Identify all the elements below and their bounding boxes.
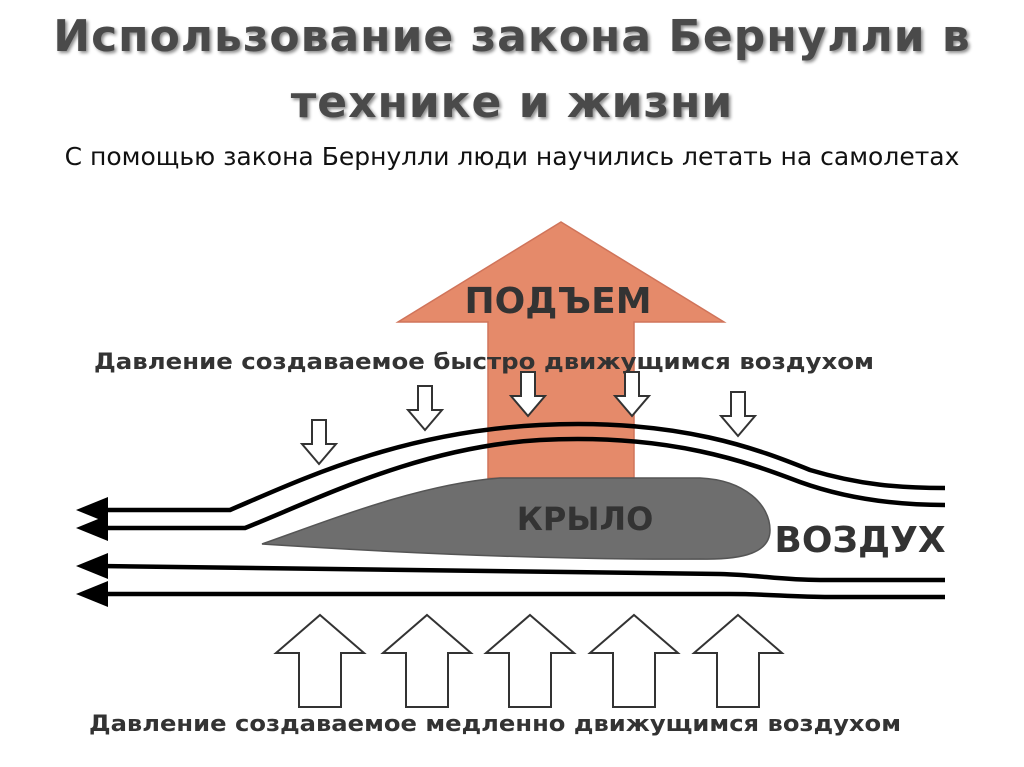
up-arrow-outline-icon — [380, 613, 474, 708]
up-arrow-outline-icon — [483, 613, 577, 708]
down-arrow-outline-icon — [508, 371, 548, 418]
wing-shape — [261, 477, 771, 560]
arrow-left-icon — [76, 553, 108, 579]
lift-label: ПОДЪЕМ — [464, 281, 651, 322]
up-arrow-outline-icon — [273, 613, 367, 708]
wing-label: КРЫЛО — [517, 500, 654, 538]
arrow-left-icon — [76, 497, 108, 523]
down-arrow-outline-icon — [612, 371, 652, 418]
up-arrow-outline-icon — [587, 613, 681, 708]
lift-arrow — [395, 221, 727, 479]
upper-streamlines — [100, 421, 946, 531]
down-arrow-outline-icon — [299, 419, 339, 466]
flow-arrowheads — [76, 497, 108, 607]
streamline-upper-2 — [100, 436, 946, 531]
air-label: ВОЗДУХ — [774, 520, 945, 561]
streamline-lower-1 — [99, 563, 945, 583]
lower-streamlines — [99, 563, 945, 600]
down-arrow-outline-icon — [718, 391, 758, 438]
bottom-pressure-arrows — [273, 613, 785, 708]
top-pressure-arrows — [299, 371, 758, 466]
slide-subtitle: С помощью закона Бернулли люди научились… — [64, 142, 960, 171]
slide-title: Использование закона Бернулли в технике … — [53, 11, 971, 128]
arrow-left-icon — [76, 581, 108, 607]
down-arrow-outline-icon — [405, 385, 445, 432]
streamline-upper-1 — [100, 421, 946, 513]
bottom-pressure-label: Давление создаваемое медленно движущимся… — [89, 712, 901, 737]
streamline-lower-2 — [100, 591, 945, 600]
arrow-left-icon — [76, 515, 108, 541]
top-pressure-label: Давление создаваемое быстро движущимся в… — [94, 350, 874, 375]
up-arrow-outline-icon — [691, 613, 785, 708]
